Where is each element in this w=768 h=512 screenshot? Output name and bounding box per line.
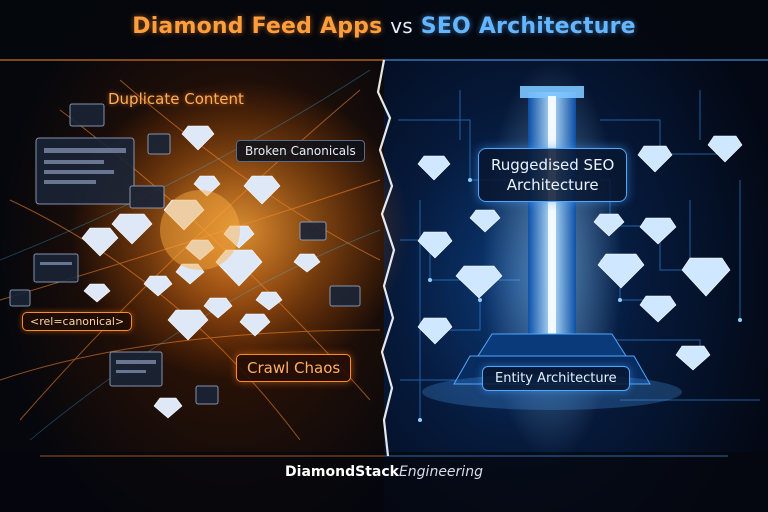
page-title: Diamond Feed Apps vs SEO Architecture xyxy=(0,14,768,39)
label-broken-canonicals: Broken Canonicals xyxy=(236,140,365,162)
diamond-cluster-left xyxy=(81,125,321,419)
footer-brand: DiamondStackEngineering xyxy=(0,464,768,480)
label-crawl-chaos: Crawl Chaos xyxy=(236,354,352,382)
label-entity-architecture: Entity Architecture xyxy=(482,366,630,391)
title-right: SEO Architecture xyxy=(420,14,636,39)
brand-name: DiamondStack xyxy=(285,464,399,480)
title-left: Diamond Feed Apps xyxy=(132,14,383,39)
title-vs: vs xyxy=(390,14,413,38)
label-ruggedised-seo: Ruggedised SEO Architecture xyxy=(478,148,628,202)
diamond-grid-right xyxy=(417,135,743,371)
brand-suffix: Engineering xyxy=(398,464,483,480)
label-ruggedised-line1: Ruggedised SEO xyxy=(491,156,615,174)
label-rel-canonical: <rel=canonical> xyxy=(22,312,133,331)
label-duplicate-content: Duplicate Content xyxy=(108,90,244,108)
label-ruggedised-line2: Architecture xyxy=(506,176,599,194)
